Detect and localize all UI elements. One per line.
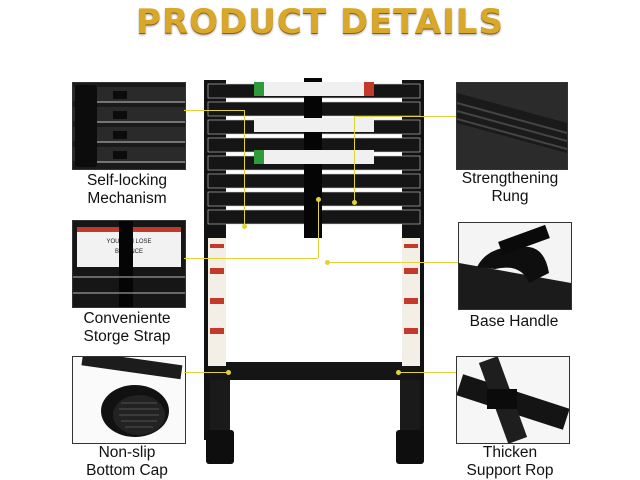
connector-line [244,110,245,226]
base-handle-image [458,222,572,310]
self-locking-image [72,82,186,170]
self-locking-caption: Self-locking Mechanism [86,172,168,207]
connector-line [318,200,319,258]
support-image [456,356,570,444]
rung-image [456,82,568,170]
connector-dot [352,200,357,205]
connector-line [184,258,318,259]
strap-caption: Conveniente Storge Strap [83,310,171,345]
ladder-image [204,78,424,464]
page-title: PRODUCT DETAILS [136,2,504,42]
connector-line [184,110,244,111]
connector-line [184,372,228,373]
connector-dot [316,197,321,202]
connector-dot [226,370,231,375]
connector-line [328,262,458,263]
support-caption: Thicken Support Rop [466,444,554,479]
connector-line [354,116,456,117]
connector-line [354,116,355,202]
bottom-cap-image [72,356,186,444]
connector-dot [242,224,247,229]
base-handle-caption: Base Handle [469,313,559,330]
bottom-cap-caption: Non-slip Bottom Cap [86,444,168,479]
connector-dot [396,370,401,375]
connector-dot [325,260,330,265]
strap-image: YOU CAN LOSE BALANCE [72,220,186,308]
connector-line [398,372,456,373]
rung-caption: Strengthening Rung [461,170,559,205]
